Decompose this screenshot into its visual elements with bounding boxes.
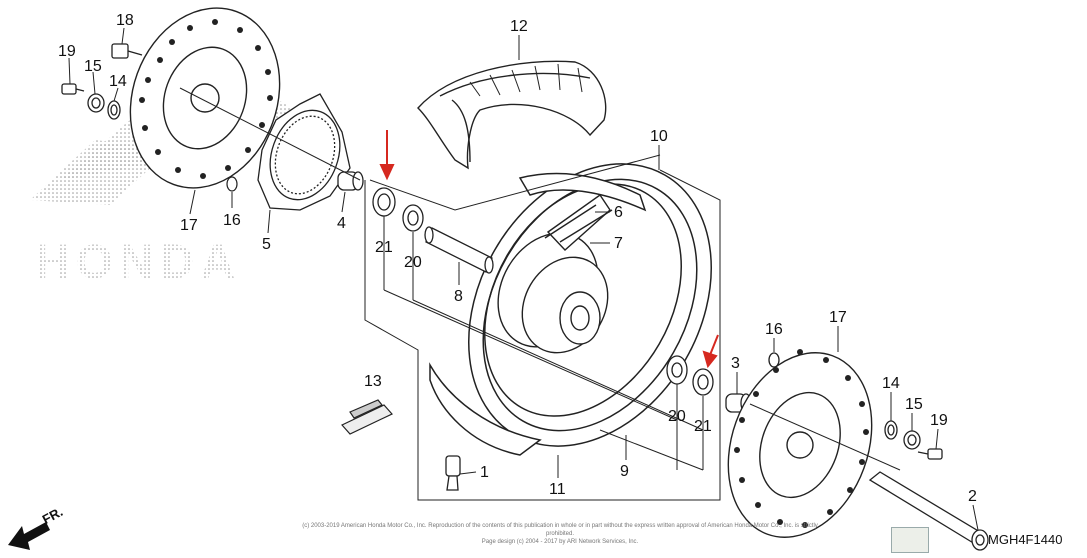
copyright-line-1: (c) 2003-2019 American Honda Motor Co., … (302, 523, 818, 537)
callout-14-left: 14 (109, 73, 127, 90)
callout-21-left: 21 (375, 239, 393, 256)
pulser-ring (257, 93, 351, 211)
callout-2: 2 (968, 488, 977, 505)
callout-8: 8 (454, 288, 463, 305)
left-axis-guide-line (179, 87, 361, 181)
diagram-code: MGH4F1440 (988, 532, 1063, 547)
callout-17-right: 17 (829, 309, 847, 326)
callout-labels: 18 19 15 14 17 16 5 4 12 10 6 7 21 20 8 … (58, 12, 977, 505)
callout-12: 12 (510, 18, 528, 35)
callout-13: 13 (364, 373, 382, 390)
red-arrows (379, 130, 719, 369)
right-brake-disc (727, 349, 873, 538)
assembly-frame (364, 154, 721, 501)
leader-lines (68, 27, 979, 531)
callout-20-left: 20 (404, 254, 422, 271)
color-swatch (891, 527, 929, 553)
callout-16-right: 16 (765, 321, 783, 338)
left-disc-hardware (61, 43, 143, 120)
callout-3: 3 (731, 355, 740, 372)
honda-watermark-text: HONDA (35, 236, 241, 289)
front-direction-arrow-icon (8, 522, 50, 550)
right-axis-guide-line (749, 403, 901, 471)
left-bearings (372, 187, 424, 232)
callout-19-left: 19 (58, 43, 76, 60)
callout-15-left: 15 (84, 58, 102, 75)
callout-4: 4 (337, 215, 346, 232)
wheel-hub (497, 194, 613, 354)
copyright-notice: (c) 2003-2019 American Honda Motor Co., … (300, 522, 820, 546)
copyright-line-2: Page design (c) 2004 - 2017 by ARI Netwo… (481, 539, 639, 545)
callout-21-right: 21 (694, 418, 712, 435)
right-disc-hardware (768, 352, 943, 460)
callout-16-left: 16 (223, 212, 241, 229)
callout-15-right: 15 (905, 396, 923, 413)
callout-7: 7 (614, 235, 623, 252)
callout-19-right: 19 (930, 412, 948, 429)
distance-collar (424, 226, 494, 274)
callout-11: 11 (549, 481, 566, 498)
callout-5: 5 (262, 236, 271, 253)
axle (868, 471, 989, 551)
callout-18-top: 18 (116, 12, 134, 29)
callout-20-right: 20 (668, 408, 686, 425)
callout-6: 6 (614, 204, 623, 221)
callout-14-right: 14 (882, 375, 900, 392)
callout-9: 9 (620, 463, 629, 480)
left-brake-disc (129, 7, 281, 189)
tire (417, 60, 607, 170)
right-bearings (666, 355, 714, 396)
callout-10: 10 (650, 128, 668, 145)
callout-1: 1 (480, 464, 489, 481)
tire-valve (445, 455, 461, 491)
callout-17-left: 17 (180, 217, 198, 234)
left-small-washer (226, 176, 238, 192)
balance-weight (341, 399, 393, 435)
